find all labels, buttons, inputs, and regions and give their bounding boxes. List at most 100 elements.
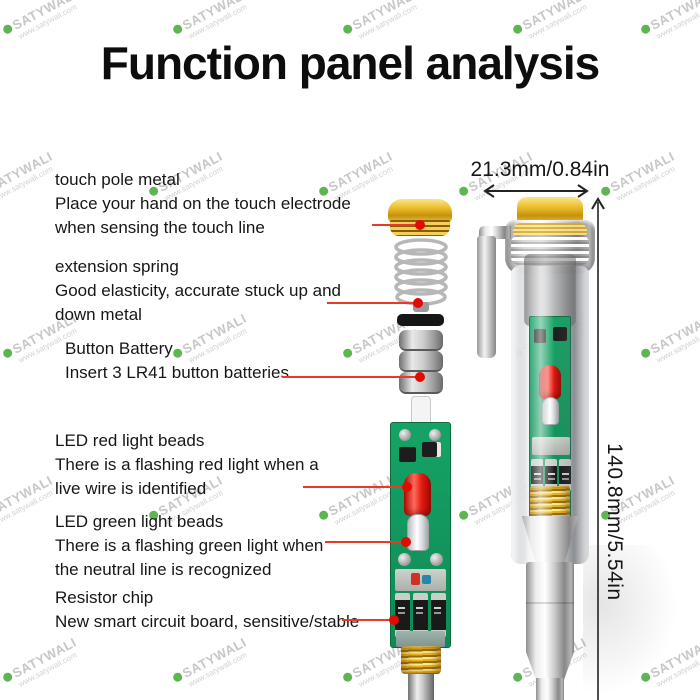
pen-clip [477, 236, 496, 358]
switch-pad [532, 437, 570, 455]
watermark-leaf-icon [639, 347, 652, 360]
jumper-red [411, 573, 420, 585]
annotation-line: Good elasticity, accurate stuck up and [55, 281, 342, 300]
callout-line-led-red [303, 482, 412, 492]
solder-pad [429, 429, 441, 441]
watermark-brand: SATYWALI [9, 634, 79, 681]
annotation-extension-spring: extension spring Good elasticity, accura… [55, 255, 341, 327]
annotation-title: touch pole metal [55, 170, 180, 189]
watermark-leaf-icon [457, 509, 470, 522]
annotation-line: the neutral line is recognized [55, 560, 272, 579]
callout-line-battery [282, 372, 425, 382]
transistor [553, 327, 567, 341]
battery-cell [399, 330, 443, 351]
annotation-title: LED red light beads [55, 431, 205, 450]
annotation-resistor-chip: Resistor chip New smart circuit board, s… [55, 586, 359, 634]
annotation-button-battery: Button Battery Insert 3 LR41 button batt… [65, 337, 289, 385]
metal-shaft [408, 674, 434, 700]
dim-height-label: 140.8mm/5.54in [603, 443, 626, 601]
watermark-leaf-icon [171, 671, 184, 684]
annotation-title: extension spring [55, 257, 179, 276]
watermark-leaf-icon [341, 347, 354, 360]
watermark-leaf-icon [511, 23, 524, 36]
annotation-led-red: LED red light beads There is a flashing … [55, 429, 319, 501]
transistor [399, 447, 416, 462]
pen-clip-hook [479, 226, 511, 239]
page-title: Function panel analysis [100, 37, 600, 89]
solder-pad [399, 429, 411, 441]
watermark-url: www.satywali.com [186, 650, 249, 689]
watermark-url: www.satywali.com [0, 488, 55, 527]
led-green [542, 397, 559, 425]
watermark-leaf-icon [457, 185, 470, 198]
pen-cap [517, 197, 583, 223]
watermark-brand: SATYWALI [349, 0, 419, 33]
watermark-url: www.satywali.com [0, 164, 55, 203]
annotation-line: Place your hand on the touch electrode [55, 194, 351, 213]
dim-width-label: 21.3mm/0.84in [470, 158, 610, 181]
solder-pad [398, 553, 411, 566]
callout-dot [415, 372, 425, 382]
watermark-url: www.satywali.com [654, 326, 700, 365]
pen-barrel [526, 562, 574, 654]
annotation-line: live wire is identified [55, 479, 207, 498]
transistor [422, 442, 441, 457]
resistor-chip [395, 593, 410, 637]
watermark-brand: SATYWALI [647, 0, 700, 33]
battery-cell [399, 351, 443, 372]
watermark-brand: SATYWALI [0, 472, 55, 519]
led-green [407, 514, 429, 551]
watermark-url: www.satywali.com [16, 650, 79, 689]
annotation-line: when sensing the touch line [55, 218, 265, 237]
pen-tip [536, 678, 564, 700]
board-base [396, 631, 445, 647]
callout-dot [401, 537, 411, 547]
annotation-title: LED green light beads [55, 512, 224, 531]
watermark-leaf-icon [1, 671, 14, 684]
callout-dot [402, 482, 412, 492]
watermark-brand: SATYWALI [325, 472, 395, 519]
dim-height-line [591, 197, 605, 700]
watermark-brand: SATYWALI [9, 0, 79, 33]
watermark-leaf-icon [639, 23, 652, 36]
callout-line-spring [327, 298, 423, 308]
resistor-chip [431, 593, 446, 637]
watermark-leaf-icon [341, 671, 354, 684]
callout-dot [413, 298, 423, 308]
dim-width-arrow [483, 184, 589, 198]
jumper-blue [422, 575, 431, 584]
barrel-seam [526, 602, 574, 604]
annotation-line: There is a flashing green light when [55, 536, 324, 555]
annotation-title: Resistor chip [55, 588, 154, 607]
watermark-leaf-icon [511, 671, 524, 684]
insulator-ring [397, 314, 444, 326]
callout-line-touch-pole [372, 220, 425, 230]
watermark-leaf-icon [341, 23, 354, 36]
watermark-brand: SATYWALI [179, 0, 249, 33]
switch-pad [395, 569, 446, 591]
pen-shadow [583, 545, 678, 695]
annotation-line: down metal [55, 305, 142, 324]
touch-cap [388, 199, 452, 222]
thread-screw [401, 646, 441, 674]
annotation-line: Insert 3 LR41 button batteries [65, 363, 289, 382]
watermark-brand: SATYWALI [179, 634, 249, 681]
watermark-url: www.satywali.com [614, 164, 677, 203]
annotation-led-green: LED green light beads There is a flashin… [55, 510, 323, 582]
callout-line-resistor [342, 615, 399, 625]
led-red [539, 365, 561, 399]
pen-lower-taper [526, 652, 574, 680]
callout-dot [415, 220, 425, 230]
solder-pad [430, 553, 443, 566]
pen-thread [530, 486, 570, 518]
watermark-brand: SATYWALI [0, 148, 55, 195]
transistor [534, 329, 546, 343]
annotation-line: New smart circuit board, sensitive/stabl… [55, 612, 360, 631]
watermark-brand: SATYWALI [647, 310, 700, 357]
circuit-board [390, 422, 451, 648]
